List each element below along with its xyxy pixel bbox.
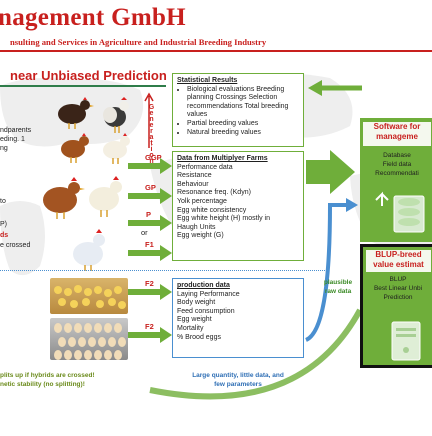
stats-item-2: Partial breeding values xyxy=(187,120,299,129)
blup-title-line-2: value estimat xyxy=(373,260,424,269)
multiplier-line-2: Resistance xyxy=(177,172,212,180)
statistical-results-box: Statistical Results Biological evaluatio… xyxy=(172,73,304,147)
production-data-box: production data Laying Performance Body … xyxy=(172,278,304,358)
left-note-7: e crossed xyxy=(0,242,31,249)
multiplier-line-4: Resonance freq. (Kdyn) xyxy=(177,189,251,197)
f2-upper-arrow-icon xyxy=(128,284,172,300)
company-subtitle: nsulting and Services in Agriculture and… xyxy=(10,37,267,47)
chicks-photo xyxy=(50,278,128,314)
generation-label: Generation xyxy=(148,104,155,164)
multiplier-line-3: Behaviour xyxy=(177,180,209,188)
level-f1: F1 xyxy=(145,240,154,249)
software-item-database: Database xyxy=(383,152,411,159)
software-title-line-2: manageme xyxy=(376,132,418,141)
multiplier-line-5: Yolk percentage xyxy=(177,197,227,205)
level-f2-upper: F2 xyxy=(145,279,154,288)
left-note-1: ndparents xyxy=(0,127,32,134)
footer-mid-line-1: Large quantity, little data, and xyxy=(192,372,284,379)
production-line-2: Body weight xyxy=(177,299,216,307)
eggs-photo xyxy=(50,318,128,360)
title-underline xyxy=(0,85,166,87)
hybrid-hen-icon xyxy=(73,229,105,271)
diagram-title: near Unbiased Prediction xyxy=(10,68,167,83)
blup-title-line-1: BLUP-breed xyxy=(375,250,422,259)
gp-arrow-icon xyxy=(128,188,172,204)
stats-item-3: Natural breeding values xyxy=(187,129,299,138)
company-name: nagement GmbH xyxy=(0,4,186,31)
production-line-3: Feed consumption xyxy=(177,307,235,315)
eggs-image xyxy=(54,323,126,360)
left-note-2: eding. 1 xyxy=(0,136,25,143)
brown-layer-hen-icon xyxy=(43,177,85,219)
level-f2-lower: F2 xyxy=(145,322,154,331)
level-ggp: GGP xyxy=(145,153,162,162)
blup-item-best-linear: Best Linear Unbi xyxy=(373,285,423,292)
multiplier-data-box: Data from Multiplyer Farms Performance d… xyxy=(172,151,304,261)
white-layer-hen-icon xyxy=(89,176,122,217)
blup-item-prediction: Prediction xyxy=(383,294,413,301)
multiplier-line-9: Egg weight (G) xyxy=(177,232,224,240)
left-note-6: ds xyxy=(0,232,9,239)
separator-line xyxy=(0,270,325,271)
blup-item-blup: BLUP xyxy=(389,276,407,283)
footer-left-line-1: plits up if hybrids are crossed! xyxy=(0,372,95,379)
production-line-6: % Brood eggs xyxy=(177,333,221,341)
blup-title: BLUP-breed value estimat xyxy=(365,249,432,273)
left-note-3: ng xyxy=(0,145,8,152)
software-title-line-1: Software for xyxy=(373,122,421,131)
header-divider xyxy=(0,50,432,52)
brown-hen-icon xyxy=(61,133,89,163)
footer-mid-line-2: few parameters xyxy=(214,381,262,388)
rooster-icon xyxy=(103,97,129,133)
multiplier-line-7: Egg white height (H) mostly in xyxy=(177,215,270,223)
plausible-label-1: plausible xyxy=(323,279,353,286)
level-gp: GP xyxy=(145,183,156,192)
statistical-results-title: Statistical Results xyxy=(177,77,238,84)
generation-arrow-icon xyxy=(144,92,154,148)
production-line-5: Mortality xyxy=(177,324,204,332)
p-arrow-icon xyxy=(128,215,172,231)
left-note-5: P) xyxy=(0,221,7,228)
multiplier-line-1: Performance data xyxy=(177,163,233,171)
footer-left-line-2: netic stability (no splitting)! xyxy=(0,381,85,388)
plausible-label-2: raw data xyxy=(324,288,352,295)
database-server-icon xyxy=(375,191,425,233)
multiplier-line-6: Egg white consistency xyxy=(177,206,247,214)
f1-arrow-icon xyxy=(128,245,172,261)
left-note-4: to xyxy=(0,198,6,205)
ggp-arrow-icon xyxy=(128,158,172,174)
black-hen-icon xyxy=(58,97,94,129)
production-line-4: Egg weight xyxy=(177,316,212,324)
level-p: P xyxy=(146,210,152,219)
software-item-recommendations: Recommendati xyxy=(375,170,419,177)
computer-tower-icon xyxy=(391,321,421,361)
multiplier-data-title: Data from Multiplyer Farms xyxy=(177,155,268,162)
software-item-field-data: Field data xyxy=(382,161,412,168)
production-data-title: production data xyxy=(177,282,230,289)
software-title: Software for manageme xyxy=(362,121,432,147)
production-line-1: Laying Performance xyxy=(177,290,240,298)
f2-lower-arrow-icon xyxy=(128,327,172,343)
to-software-arrow-icon xyxy=(306,150,355,194)
stats-item-1: Biological evaluations Breeding planning… xyxy=(187,86,299,120)
white-hen-icon xyxy=(103,133,130,164)
chicks-image xyxy=(54,285,126,309)
multiplier-line-8: Haugh Units xyxy=(177,223,216,231)
level-or: or xyxy=(141,228,148,237)
